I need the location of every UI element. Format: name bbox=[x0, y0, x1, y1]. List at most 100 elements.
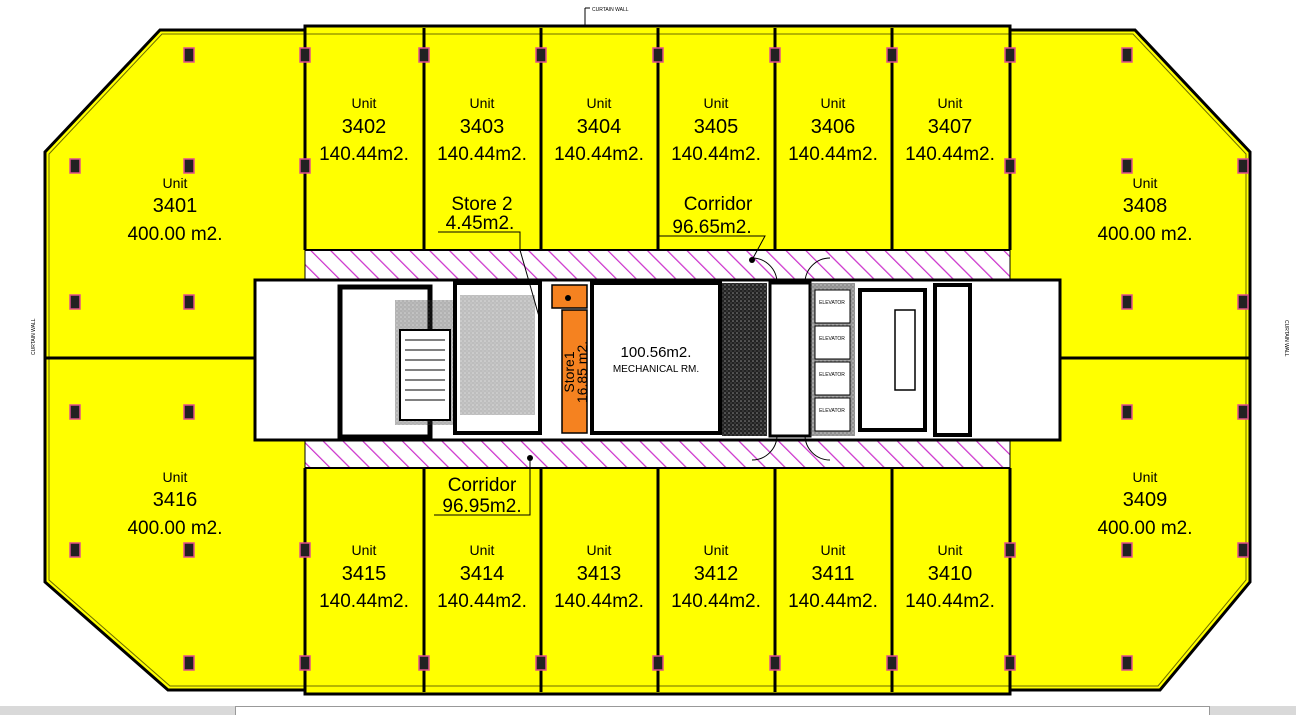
unit-3412[interactable]: Unit 3412 140.44m2. bbox=[671, 542, 761, 612]
column-icon bbox=[1121, 158, 1133, 174]
unit-area: 140.44m2. bbox=[905, 591, 995, 612]
elevator-label: ELEVATOR bbox=[819, 300, 845, 306]
unit-area: 400.00 m2. bbox=[127, 224, 222, 245]
store1-label: Store1 16.85 m2. bbox=[561, 341, 590, 403]
unit-number: 3406 bbox=[811, 116, 856, 138]
unit-word: Unit bbox=[1133, 469, 1158, 485]
column-icon bbox=[1121, 47, 1133, 63]
unit-3407[interactable]: Unit 3407 140.44m2. bbox=[905, 95, 995, 165]
column-icon bbox=[418, 47, 430, 63]
elevator-label: ELEVATOR bbox=[819, 408, 845, 414]
unit-3408[interactable]: Unit 3408 400.00 m2. bbox=[1097, 175, 1192, 245]
unit-3411[interactable]: Unit 3411 140.44m2. bbox=[788, 542, 878, 612]
column-icon bbox=[886, 655, 898, 671]
unit-3405[interactable]: Unit 3405 140.44m2. bbox=[671, 95, 761, 165]
column-icon bbox=[1237, 542, 1249, 558]
unit-word: Unit bbox=[704, 95, 729, 111]
room-name: Store1 bbox=[561, 351, 577, 392]
unit-3413[interactable]: Unit 3413 140.44m2. bbox=[554, 542, 644, 612]
room-name: Corridor bbox=[448, 475, 517, 496]
column-icon bbox=[886, 47, 898, 63]
unit-number: 3411 bbox=[811, 563, 854, 585]
unit-area: 140.44m2. bbox=[905, 144, 995, 165]
column-icon bbox=[418, 655, 430, 671]
unit-number: 3412 bbox=[694, 563, 739, 585]
elevator-label: ELEVATOR bbox=[819, 336, 845, 342]
structural-columns bbox=[69, 47, 1249, 671]
unit-word: Unit bbox=[821, 95, 846, 111]
column-icon bbox=[769, 655, 781, 671]
unit-word: Unit bbox=[163, 175, 188, 191]
column-icon bbox=[183, 655, 195, 671]
unit-area: 140.44m2. bbox=[671, 591, 761, 612]
unit-3403[interactable]: Unit 3403 140.44m2. bbox=[437, 95, 527, 165]
unit-word: Unit bbox=[352, 542, 377, 558]
unit-3410[interactable]: Unit 3410 140.44m2. bbox=[905, 542, 995, 612]
column-icon bbox=[69, 542, 81, 558]
column-icon bbox=[1237, 294, 1249, 310]
unit-3401[interactable]: Unit 3401 400.00 m2. bbox=[127, 175, 222, 245]
unit-number: 3416 bbox=[153, 489, 198, 511]
unit-3414[interactable]: Unit 3414 140.44m2. bbox=[437, 542, 527, 612]
unit-area: 140.44m2. bbox=[671, 144, 761, 165]
room-name: Store 2 bbox=[451, 194, 512, 215]
room-area: 100.56m2. bbox=[621, 344, 692, 361]
unit-number: 3403 bbox=[460, 116, 505, 138]
unit-number: 3414 bbox=[460, 563, 505, 585]
unit-word: Unit bbox=[587, 95, 612, 111]
unit-3406[interactable]: Unit 3406 140.44m2. bbox=[788, 95, 878, 165]
column-icon bbox=[1121, 542, 1133, 558]
column-icon bbox=[1004, 655, 1016, 671]
curtain-wall-label-right: CURTAIN WALL bbox=[1283, 320, 1289, 357]
unit-area: 140.44m2. bbox=[554, 144, 644, 165]
unit-number: 3401 bbox=[153, 195, 198, 217]
store1-room bbox=[561, 309, 588, 434]
unit-area: 140.44m2. bbox=[319, 144, 409, 165]
unit-3409[interactable]: Unit 3409 400.00 m2. bbox=[1097, 469, 1192, 539]
column-icon bbox=[299, 542, 311, 558]
unit-word: Unit bbox=[704, 542, 729, 558]
unit-area: 140.44m2. bbox=[437, 144, 527, 165]
unit-3404[interactable]: Unit 3404 140.44m2. bbox=[554, 95, 644, 165]
unit-number: 3415 bbox=[342, 563, 387, 585]
unit-area: 140.44m2. bbox=[788, 591, 878, 612]
room-area: 96.95m2. bbox=[442, 496, 521, 517]
unit-area: 400.00 m2. bbox=[1097, 224, 1192, 245]
unit-number: 3413 bbox=[577, 563, 622, 585]
column-icon bbox=[1237, 158, 1249, 174]
unit-word: Unit bbox=[352, 95, 377, 111]
column-icon bbox=[183, 404, 195, 420]
column-icon bbox=[1237, 404, 1249, 420]
column-icon bbox=[183, 294, 195, 310]
mechanical-room-label: 100.56m2. MECHANICAL RM. bbox=[613, 344, 699, 375]
corridor-top-label: Corridor 96.65m2. bbox=[658, 194, 766, 263]
unit-number: 3407 bbox=[928, 116, 973, 138]
column-icon bbox=[1004, 47, 1016, 63]
unit-word: Unit bbox=[587, 542, 612, 558]
column-icon bbox=[535, 47, 547, 63]
column-icon bbox=[535, 655, 547, 671]
unit-number: 3410 bbox=[928, 563, 973, 585]
unit-word: Unit bbox=[938, 95, 963, 111]
column-icon bbox=[1004, 158, 1016, 174]
unit-3415[interactable]: Unit 3415 140.44m2. bbox=[319, 542, 409, 612]
unit-area: 140.44m2. bbox=[319, 591, 409, 612]
column-icon bbox=[69, 294, 81, 310]
column-icon bbox=[299, 158, 311, 174]
column-icon bbox=[652, 655, 664, 671]
shaft bbox=[722, 283, 767, 436]
unit-word: Unit bbox=[821, 542, 846, 558]
unit-number: 3408 bbox=[1123, 195, 1168, 217]
room-name: Corridor bbox=[684, 194, 753, 215]
unit-3402[interactable]: Unit 3402 140.44m2. bbox=[319, 95, 409, 165]
unit-number: 3409 bbox=[1123, 489, 1168, 511]
column-icon bbox=[1121, 655, 1133, 671]
column-icon bbox=[183, 158, 195, 174]
room-name: MECHANICAL RM. bbox=[613, 364, 699, 375]
unit-area: 140.44m2. bbox=[788, 144, 878, 165]
unit-word: Unit bbox=[163, 469, 188, 485]
unit-walls bbox=[45, 28, 1250, 692]
column-icon bbox=[1004, 542, 1016, 558]
unit-3416[interactable]: Unit 3416 400.00 m2. bbox=[127, 469, 222, 539]
column-icon bbox=[183, 47, 195, 63]
